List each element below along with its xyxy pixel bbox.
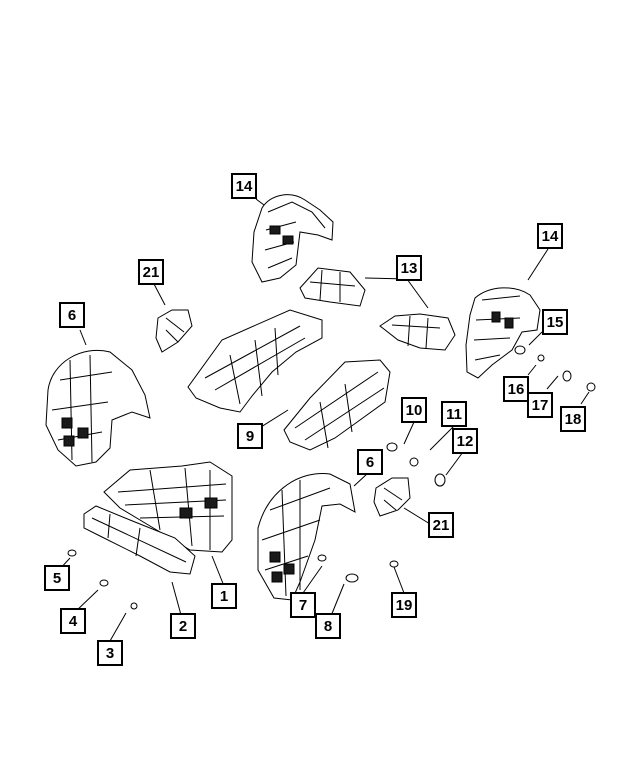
splash-shield	[83, 505, 196, 575]
callout-16: 16	[503, 376, 529, 402]
callout-6-right: 6	[357, 449, 383, 475]
underbody-shield-center	[187, 309, 323, 413]
callout-14-right: 14	[537, 223, 563, 249]
wheelhouse-liner-front-left	[45, 350, 151, 467]
underbody-shield-side	[379, 313, 456, 351]
callout-14-upper: 14	[231, 173, 257, 199]
callout-21-right: 21	[428, 512, 454, 538]
wheelhouse-liner-upper-left	[251, 194, 334, 283]
callout-6-left: 6	[59, 302, 85, 328]
callout-12: 12	[452, 428, 478, 454]
callout-19: 19	[391, 592, 417, 618]
fastener-clips	[67, 345, 596, 610]
callout-15: 15	[542, 309, 568, 335]
callout-3: 3	[97, 640, 123, 666]
bracket-right	[373, 477, 411, 517]
callout-13: 13	[396, 255, 422, 281]
callout-8: 8	[315, 613, 341, 639]
callout-5: 5	[44, 565, 70, 591]
callout-4: 4	[60, 608, 86, 634]
callout-1: 1	[211, 583, 237, 609]
callout-10: 10	[401, 397, 427, 423]
belly-pan	[103, 461, 233, 553]
callout-11: 11	[441, 401, 467, 427]
bracket-left	[155, 309, 193, 353]
wheelhouse-liner-upper-right	[465, 287, 541, 379]
underbody-shield-upper	[299, 267, 366, 307]
callout-2: 2	[170, 613, 196, 639]
callout-18: 18	[560, 406, 586, 432]
wheelhouse-liner-front-right	[257, 473, 356, 601]
callout-9: 9	[237, 423, 263, 449]
callout-17: 17	[527, 392, 553, 418]
underbody-shield-rear	[283, 359, 391, 451]
callout-7: 7	[290, 592, 316, 618]
callout-21-left: 21	[138, 259, 164, 285]
